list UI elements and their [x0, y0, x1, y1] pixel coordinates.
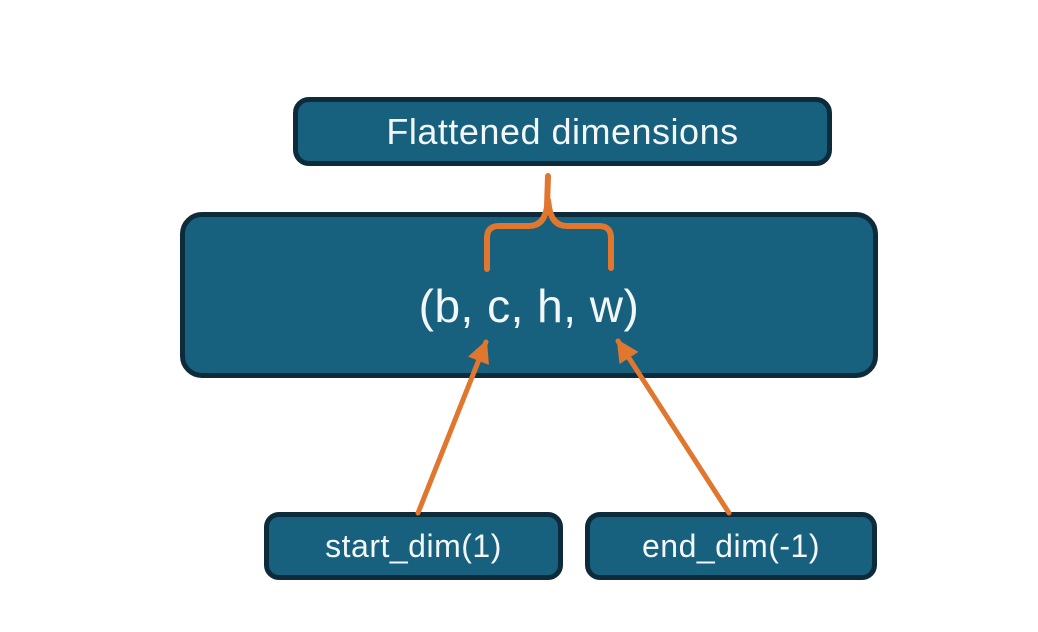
start-dim-box: start_dim(1): [264, 512, 563, 580]
tensor-shape-label: (b, c, h, w): [418, 280, 640, 332]
flattened-dimensions-box: Flattened dimensions: [293, 97, 832, 166]
flattened-dimensions-label: Flattened dimensions: [386, 110, 739, 152]
end-dim-label: end_dim(-1): [641, 527, 820, 564]
start-dim-label: start_dim(1): [325, 527, 502, 564]
end-dim-box: end_dim(-1): [585, 512, 877, 580]
tensor-shape-box: (b, c, h, w): [180, 212, 878, 378]
